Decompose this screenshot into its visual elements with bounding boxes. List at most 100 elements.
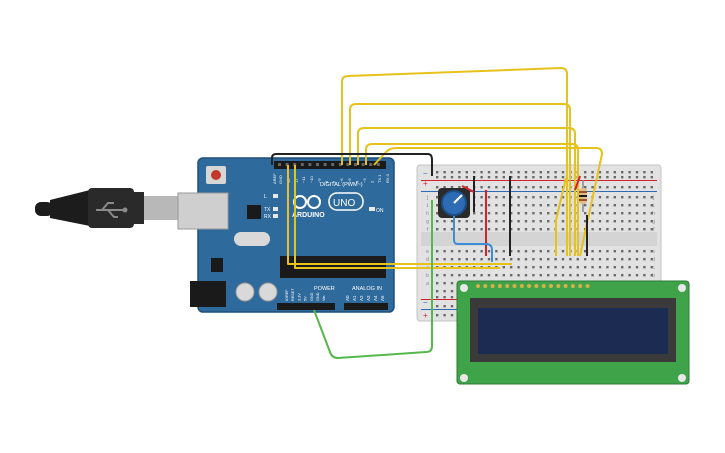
- breadboard-hole[interactable]: [443, 314, 446, 317]
- breadboard-hole[interactable]: [643, 274, 646, 277]
- breadboard-hole[interactable]: [450, 258, 454, 261]
- breadboard-hole[interactable]: [510, 171, 513, 174]
- breadboard-hole[interactable]: [598, 228, 602, 231]
- breadboard-hole[interactable]: [606, 204, 609, 207]
- breadboard-hole[interactable]: [561, 274, 565, 277]
- breadboard-hole[interactable]: [517, 228, 520, 231]
- breadboard-hole[interactable]: [510, 176, 513, 179]
- breadboard-hole[interactable]: [606, 171, 609, 174]
- breadboard-hole[interactable]: [443, 176, 446, 179]
- breadboard-hole[interactable]: [547, 186, 550, 189]
- breadboard-hole[interactable]: [606, 220, 609, 223]
- breadboard-hole[interactable]: [510, 212, 513, 215]
- breadboard-hole[interactable]: [628, 176, 631, 179]
- breadboard-hole[interactable]: [532, 266, 535, 269]
- breadboard-hole[interactable]: [539, 196, 542, 199]
- breadboard-hole[interactable]: [628, 274, 631, 277]
- breadboard-hole[interactable]: [635, 258, 639, 261]
- breadboard-hole[interactable]: [450, 220, 454, 223]
- breadboard-hole[interactable]: [554, 196, 557, 199]
- breadboard-hole[interactable]: [561, 250, 565, 253]
- breadboard-hole[interactable]: [532, 204, 535, 207]
- breadboard-hole[interactable]: [524, 171, 528, 174]
- header-pin[interactable]: [300, 163, 304, 166]
- lcd-pin[interactable]: [505, 284, 510, 288]
- breadboard-hole[interactable]: [643, 266, 646, 269]
- breadboard-hole[interactable]: [495, 212, 498, 215]
- breadboard-hole[interactable]: [524, 186, 528, 189]
- breadboard-hole[interactable]: [532, 212, 535, 215]
- header-pin[interactable]: [376, 163, 380, 166]
- breadboard-hole[interactable]: [643, 212, 646, 215]
- breadboard-hole[interactable]: [487, 250, 491, 253]
- header-pin[interactable]: [278, 163, 281, 166]
- breadboard-hole[interactable]: [561, 171, 565, 174]
- breadboard-hole[interactable]: [613, 266, 616, 269]
- breadboard-hole[interactable]: [436, 274, 439, 277]
- breadboard-hole[interactable]: [443, 250, 446, 253]
- breadboard-hole[interactable]: [643, 196, 646, 199]
- breadboard-hole[interactable]: [465, 258, 468, 261]
- breadboard-hole[interactable]: [517, 171, 520, 174]
- breadboard-hole[interactable]: [598, 220, 602, 223]
- header-pin[interactable]: [316, 163, 319, 166]
- breadboard-hole[interactable]: [465, 176, 468, 179]
- usb-cable[interactable]: [35, 188, 201, 228]
- breadboard-hole[interactable]: [502, 266, 505, 269]
- breadboard-hole[interactable]: [598, 186, 602, 189]
- breadboard-hole[interactable]: [450, 176, 454, 179]
- breadboard-hole[interactable]: [539, 186, 542, 189]
- header-pin[interactable]: [338, 163, 342, 166]
- breadboard-hole[interactable]: [473, 220, 476, 223]
- breadboard-hole[interactable]: [524, 176, 528, 179]
- breadboard-hole[interactable]: [613, 176, 616, 179]
- breadboard-hole[interactable]: [584, 220, 587, 223]
- breadboard-hole[interactable]: [510, 220, 513, 223]
- breadboard-hole[interactable]: [598, 171, 602, 174]
- breadboard-hole[interactable]: [443, 290, 446, 293]
- breadboard-hole[interactable]: [613, 171, 616, 174]
- breadboard-hole[interactable]: [517, 250, 520, 253]
- lcd-pin[interactable]: [549, 284, 553, 288]
- breadboard-hole[interactable]: [517, 196, 520, 199]
- breadboard-hole[interactable]: [613, 204, 616, 207]
- breadboard-hole[interactable]: [635, 266, 639, 269]
- breadboard-hole[interactable]: [547, 250, 550, 253]
- breadboard-hole[interactable]: [650, 186, 653, 189]
- breadboard-hole[interactable]: [643, 228, 646, 231]
- lcd-pin[interactable]: [563, 284, 568, 288]
- breadboard-hole[interactable]: [650, 266, 653, 269]
- breadboard-hole[interactable]: [480, 204, 483, 207]
- breadboard-hole[interactable]: [510, 196, 513, 199]
- breadboard-hole[interactable]: [465, 274, 468, 277]
- breadboard-hole[interactable]: [539, 274, 542, 277]
- breadboard-hole[interactable]: [450, 305, 454, 308]
- breadboard-hole[interactable]: [635, 274, 639, 277]
- breadboard-hole[interactable]: [650, 228, 653, 231]
- breadboard-hole[interactable]: [606, 196, 609, 199]
- breadboard-hole[interactable]: [554, 274, 557, 277]
- breadboard-hole[interactable]: [480, 220, 483, 223]
- breadboard-hole[interactable]: [443, 220, 446, 223]
- breadboard-hole[interactable]: [547, 220, 550, 223]
- lcd-16x2-display[interactable]: [456, 280, 690, 385]
- breadboard-hole[interactable]: [635, 186, 639, 189]
- breadboard-hole[interactable]: [510, 186, 513, 189]
- breadboard-hole[interactable]: [487, 274, 491, 277]
- breadboard-hole[interactable]: [621, 258, 624, 261]
- breadboard-hole[interactable]: [480, 250, 483, 253]
- breadboard-hole[interactable]: [487, 171, 491, 174]
- breadboard-hole[interactable]: [517, 212, 520, 215]
- breadboard-hole[interactable]: [458, 228, 461, 231]
- breadboard-hole[interactable]: [554, 258, 557, 261]
- breadboard-hole[interactable]: [495, 274, 498, 277]
- breadboard-hole[interactable]: [554, 212, 557, 215]
- breadboard-hole[interactable]: [628, 266, 631, 269]
- breadboard-hole[interactable]: [561, 176, 565, 179]
- breadboard-hole[interactable]: [547, 196, 550, 199]
- breadboard-hole[interactable]: [606, 258, 609, 261]
- breadboard-hole[interactable]: [443, 171, 446, 174]
- breadboard-hole[interactable]: [502, 228, 505, 231]
- breadboard-hole[interactable]: [443, 296, 446, 299]
- breadboard-hole[interactable]: [480, 196, 483, 199]
